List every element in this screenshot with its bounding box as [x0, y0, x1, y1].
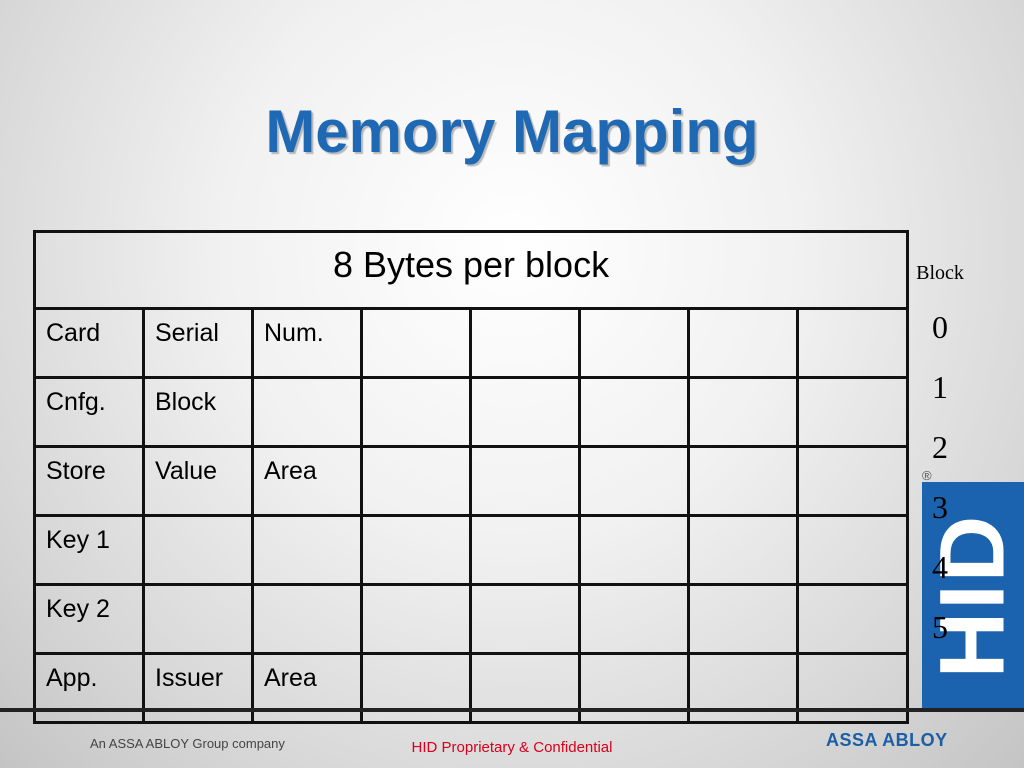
table-cell — [360, 445, 472, 517]
table-cell — [687, 583, 799, 655]
table-cell — [578, 652, 690, 724]
table-cell — [687, 307, 799, 379]
table-cell — [469, 445, 581, 517]
table-row: App. Issuer Area — [33, 652, 910, 724]
table-cell — [142, 583, 254, 655]
table-cell: Area — [251, 652, 363, 724]
block-number: 5 — [932, 609, 948, 645]
table-cell — [687, 514, 799, 586]
table-cell — [795, 583, 910, 655]
table-cell — [795, 307, 910, 379]
table-cell — [360, 583, 472, 655]
table-cell — [251, 514, 363, 586]
footer-company-tagline: An ASSA ABLOY Group company — [90, 736, 285, 751]
table-cell — [578, 307, 690, 379]
table-cell — [578, 583, 690, 655]
table-cell — [360, 307, 472, 379]
table-cell — [687, 376, 799, 448]
table-header: 8 Bytes per block — [32, 230, 910, 310]
table-row: Key 2 — [33, 583, 910, 655]
memory-map-table: 8 Bytes per block Card Serial Num. Cnfg.… — [32, 230, 910, 724]
table-row: Card Serial Num. — [33, 307, 910, 379]
table-cell: Card — [33, 307, 145, 379]
table-cell — [469, 376, 581, 448]
table-cell: Cnfg. — [33, 376, 145, 448]
footer-divider — [0, 708, 1024, 712]
table-cell: Serial — [142, 307, 254, 379]
footer-confidential-notice: HID Proprietary & Confidential — [411, 739, 613, 756]
table-cell — [687, 445, 799, 517]
table-row: Key 1 — [33, 514, 910, 586]
table-cell — [251, 376, 363, 448]
table-row: Store Value Area — [33, 445, 910, 517]
block-number: 1 — [932, 369, 948, 405]
table-cell — [578, 376, 690, 448]
table-cell — [469, 583, 581, 655]
block-column-label: Block — [916, 262, 964, 284]
registered-mark: ® — [922, 468, 932, 483]
table-cell: Issuer — [142, 652, 254, 724]
table-cell — [360, 514, 472, 586]
table-cell — [578, 514, 690, 586]
table-cell — [469, 307, 581, 379]
hid-logo: HID — [922, 482, 1024, 710]
table-cell — [142, 514, 254, 586]
table-cell: Num. — [251, 307, 363, 379]
table-cell — [795, 652, 910, 724]
table-cell — [360, 652, 472, 724]
block-number: 0 — [932, 309, 948, 345]
table-cell — [795, 514, 910, 586]
table-cell — [578, 445, 690, 517]
table-cell: Key 2 — [33, 583, 145, 655]
table-cell: Store — [33, 445, 145, 517]
table-row: Cnfg. Block — [33, 376, 910, 448]
table-cell — [469, 652, 581, 724]
table-cell: Value — [142, 445, 254, 517]
table-cell: App. — [33, 652, 145, 724]
table-cell — [795, 445, 910, 517]
block-number-column: Block 0 1 2 3 4 5 — [908, 262, 972, 667]
table-cell: Key 1 — [33, 514, 145, 586]
block-number: 4 — [932, 549, 948, 585]
block-number: 2 — [932, 429, 948, 465]
table-cell: Area — [251, 445, 363, 517]
assa-abloy-logo: ASSA ABLOY — [826, 730, 948, 750]
table-header-row: 8 Bytes per block — [32, 230, 910, 310]
table-cell: Block — [142, 376, 254, 448]
table-cell — [795, 376, 910, 448]
block-number: 3 — [932, 489, 948, 525]
table-cell — [687, 652, 799, 724]
slide-title: Memory Mapping — [265, 98, 759, 165]
table-cell — [469, 514, 581, 586]
table-cell — [360, 376, 472, 448]
table-cell — [251, 583, 363, 655]
